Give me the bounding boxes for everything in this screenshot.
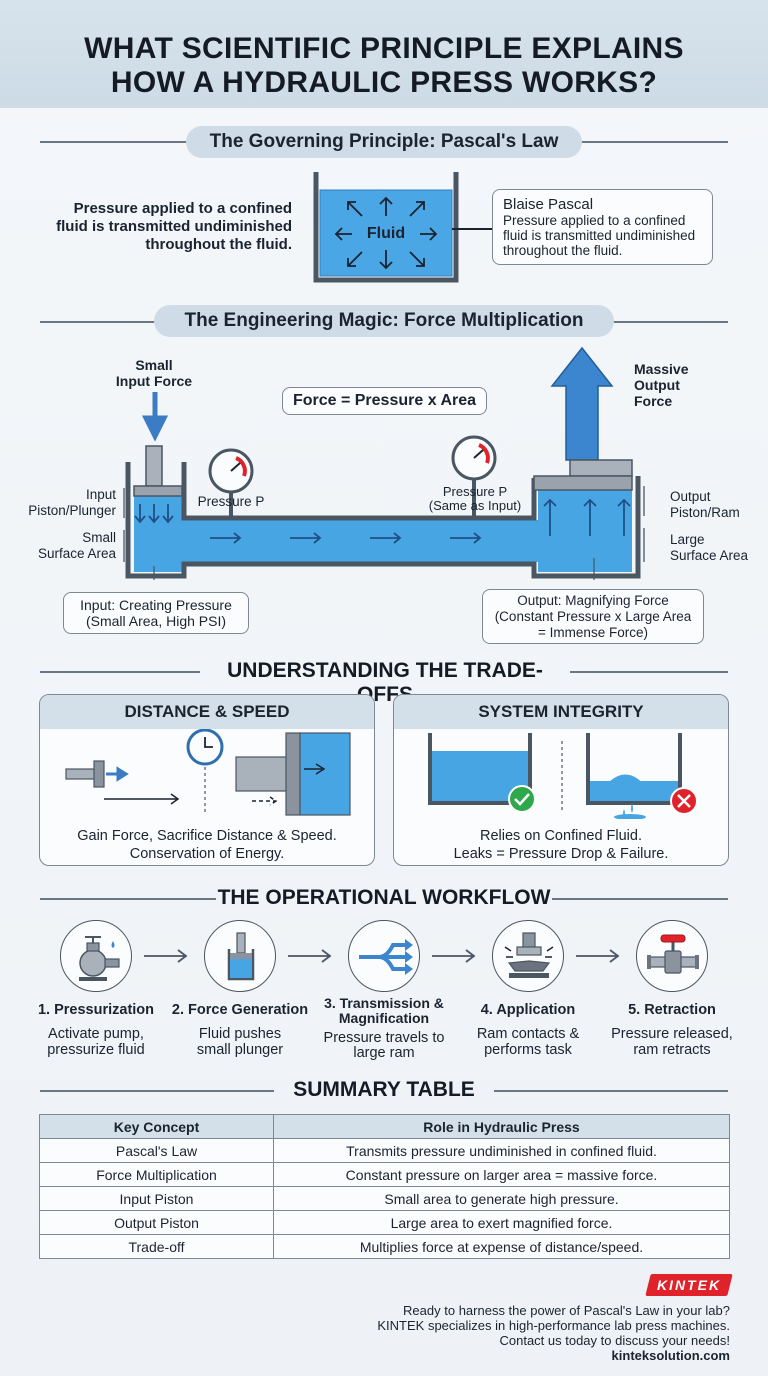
page-title: WHAT SCIENTIFIC PRINCIPLE EXPLAINS HOW A… [84,32,684,99]
table-cell: Pascal's Law [39,1138,274,1163]
section-divider [552,898,728,900]
footer-cta: Ready to harness the power of Pascal's L… [377,1303,730,1363]
force-formula: Force = Pressure x Area [282,387,487,415]
input-piston-label: Input Piston/Plunger [28,487,116,518]
step-3-circle [348,920,420,992]
system-integrity-card: SYSTEM INTEGRITY Relies on Confined Flui… [393,694,729,866]
step-2-desc: Fluid pushes small plunger [196,1026,284,1058]
summary-heading: SUMMARY TABLE [293,1078,475,1101]
table-row: Trade-off Multiplies force at expense of… [39,1234,730,1259]
column-header: Role in Hydraulic Press [273,1114,730,1139]
fluid-container-diagram [313,172,459,283]
section-divider [40,898,216,900]
step-1-desc: Activate pump, pressurize fluid [47,1026,145,1058]
large-area-label: Large Surface Area [670,532,749,563]
footer-line-1: Ready to harness the power of Pascal's L… [403,1303,730,1318]
step-5-title: 5. Retraction [628,1002,716,1018]
step-1-circle [60,920,132,992]
check-icon [508,785,536,813]
table-cell: Small area to generate high pressure. [273,1186,730,1211]
callout-leader [452,228,492,230]
table-cell: Constant pressure on larger area = massi… [273,1162,730,1187]
pressure-right-label: Pressure P (Same as Input) [428,484,522,513]
section-divider [40,671,200,673]
split-arrows-icon [359,939,413,975]
step-4-circle [492,920,564,992]
workflow-heading: THE OPERATIONAL WORKFLOW [217,886,551,909]
distance-speed-illustration [65,729,351,816]
pressure-left-label: Pressure P [197,494,265,509]
input-force-arrow [141,392,169,442]
small-area-label: Small Surface Area [37,530,116,561]
table-cell: Output Piston [39,1210,274,1235]
input-callout: Input: Creating Pressure (Small Area, Hi… [63,592,249,634]
header-banner: WHAT SCIENTIFIC PRINCIPLE EXPLAINS HOW A… [0,0,768,108]
output-callout: Output: Magnifying Force (Constant Press… [482,589,704,644]
table-cell: Multiplies force at expense of distance/… [273,1234,730,1259]
section-divider [494,1090,728,1092]
press-icon [504,932,554,978]
section-divider [570,671,728,673]
force-heading: The Engineering Magic: Force Multiplicat… [154,305,614,337]
output-force-arrow [550,346,614,461]
integrity-card-caption: Relies on Confined Fluid. Leaks = Pressu… [453,828,669,862]
step-2-title: 2. Force Generation [171,1002,309,1018]
pascal-heading: The Governing Principle: Pascal's Law [186,126,582,158]
footer-url[interactable]: kinteksolution.com [611,1348,730,1363]
integrity-illustration [428,733,698,819]
table-header-row: Key Concept Role in Hydraulic Press [39,1114,730,1139]
step-4-desc: Ram contacts & performs task [476,1026,580,1058]
fluid-label: Fluid [366,225,406,242]
pascal-callout: Blaise Pascal Pressure applied to a conf… [492,189,713,265]
step-3-title: 3. Transmission & Magnification [324,995,444,1026]
pascal-left-text: Pressure applied to a confined fluid is … [56,200,292,253]
distance-speed-card: DISTANCE & SPEED Gain Force, Sacrifice D… [39,694,375,866]
step-3-desc: Pressure travels to large ram [323,1030,445,1061]
table-cell: Trade-off [39,1234,274,1259]
pump-icon [79,936,120,981]
step-5-desc: Pressure released, ram retracts [611,1026,733,1058]
distance-card-caption: Gain Force, Sacrifice Distance & Speed. … [77,828,337,862]
small-input-label: Small Input Force [115,357,193,389]
step-2-circle [204,920,276,992]
massive-output-label: Massive Output Force [634,361,689,409]
step-4-title: 4. Application [480,1002,576,1018]
table-cell: Transmits pressure undiminished in confi… [273,1138,730,1163]
step-1-title: 1. Pressurization [37,1002,155,1018]
table-row: Force Multiplication Constant pressure o… [39,1162,730,1187]
kintek-logo-text: KINTEK [656,1277,722,1293]
table-cell: Force Multiplication [39,1162,274,1187]
hydraulic-press-diagram [123,346,645,580]
step-5-circle [636,920,708,992]
table-row: Pascal's Law Transmits pressure undimini… [39,1138,730,1163]
table-row: Output Piston Large area to exert magnif… [39,1210,730,1235]
table-cell: Input Piston [39,1186,274,1211]
column-header: Key Concept [39,1114,274,1139]
section-divider [40,1090,274,1092]
output-piston-label: Output Piston/Ram [670,489,740,520]
plunger-icon [227,932,255,981]
distance-card-title: DISTANCE & SPEED [40,695,374,729]
workflow-arrows [144,949,620,963]
footer-line-3: Contact us today to discuss your needs! [499,1333,730,1348]
callout-name: Blaise Pascal [503,196,594,213]
integrity-card-title: SYSTEM INTEGRITY [394,695,728,729]
table-row: Input Piston Small area to generate high… [39,1186,730,1211]
callout-text: Pressure applied to a confined fluid is … [503,213,696,258]
table-cell: Large area to exert magnified force. [273,1210,730,1235]
footer-line-2: KINTEK specializes in high-performance l… [377,1318,730,1333]
summary-table: Key Concept Role in Hydraulic Press Pasc… [39,1114,730,1259]
valve-icon [647,934,699,974]
